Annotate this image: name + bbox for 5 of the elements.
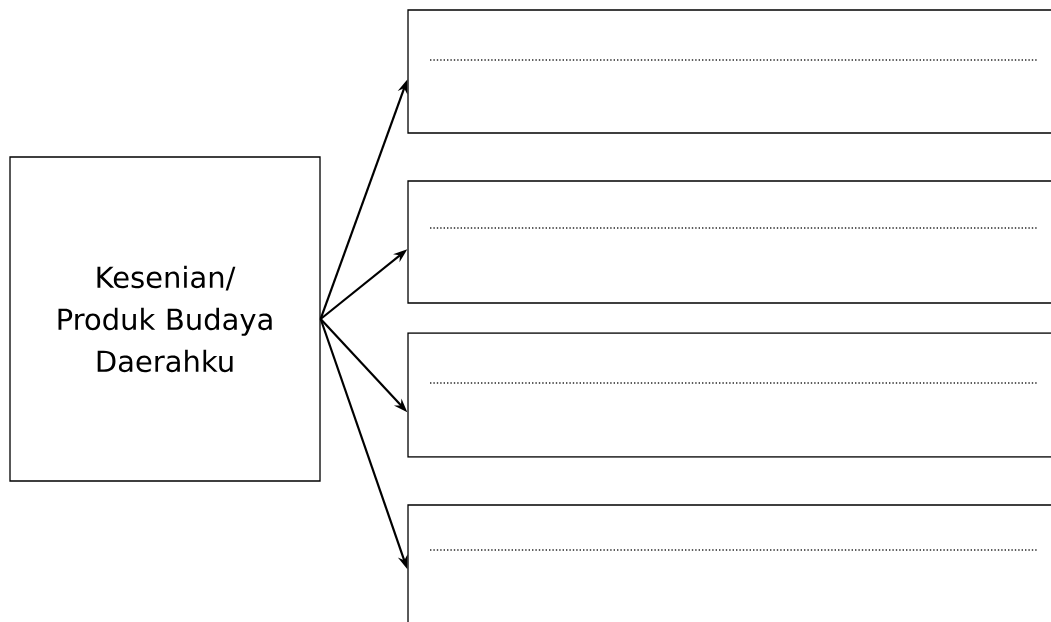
empty-box (407, 332, 1051, 458)
empty-box (407, 9, 1051, 134)
empty-box (407, 504, 1051, 622)
concept-box: Kesenian/ Produk Budaya Daerahku (9, 156, 321, 482)
empty-box (407, 180, 1051, 304)
